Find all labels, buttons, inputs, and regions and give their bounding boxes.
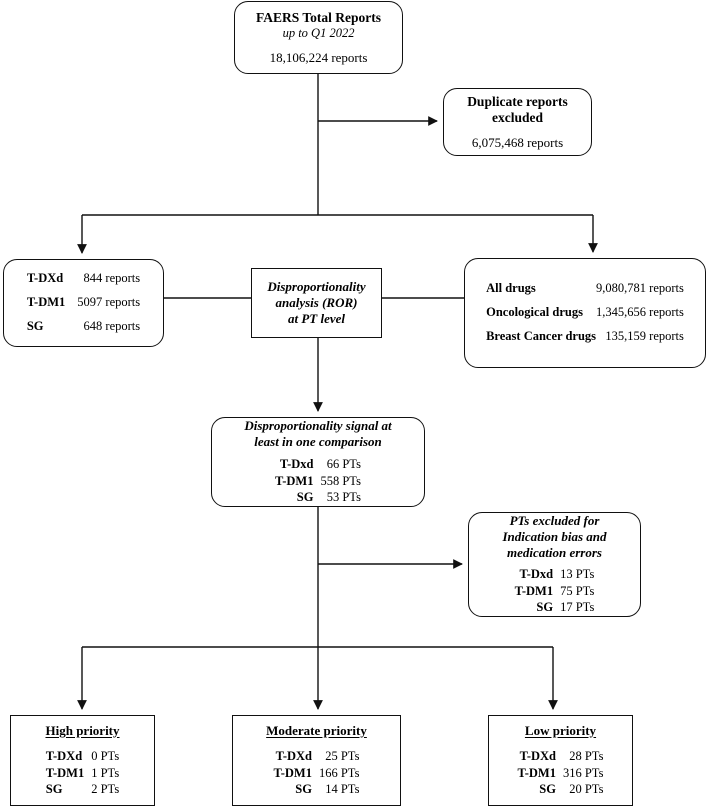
table-row: SG 53 PTs <box>275 489 361 506</box>
node-pts-excluded: PTs excluded for Indication bias and med… <box>468 512 641 617</box>
table-row: T-DM1 316 PTs <box>518 765 604 782</box>
moderate-priority-value-1: 166 PTs <box>318 765 360 780</box>
low-priority-title: Low priority <box>524 722 597 738</box>
table-row: T-DXd 844 reports <box>27 267 140 291</box>
table-row: T-DM1 75 PTs <box>515 583 595 600</box>
pts-excluded-title-line3: medication errors <box>507 544 602 560</box>
drug-reports-label-1: T-DM1 <box>26 295 66 310</box>
signal-label-0: T-Dxd <box>279 456 314 471</box>
node-moderate-priority: Moderate priority T-DXd 25 PTs T-DM1 166… <box>232 715 401 806</box>
signal-label-1: T-DM1 <box>275 473 314 488</box>
table-row: T-DM1 166 PTs <box>274 765 360 782</box>
table-row: T-DM1 558 PTs <box>275 473 361 490</box>
duplicates-value: 6,075,468 reports <box>471 134 564 150</box>
signal-value-0: 66 PTs <box>326 456 361 471</box>
low-priority-label-1: T-DM1 <box>517 765 556 780</box>
pts-excluded-table: T-Dxd 13 PTs T-DM1 75 PTs SG 17 PTs <box>515 566 595 616</box>
comparators-table: All drugs 9,080,781 reports Oncological … <box>486 277 684 348</box>
moderate-priority-title: Moderate priority <box>266 722 367 738</box>
low-priority-value-1: 316 PTs <box>562 765 604 780</box>
pts-excluded-title-line1: PTs excluded for <box>509 513 600 528</box>
moderate-priority-label-0: T-DXd <box>275 748 312 763</box>
moderate-priority-label-2: SG <box>295 782 312 797</box>
node-disproportionality-analysis: Disproportionality analysis (ROR) at PT … <box>251 268 382 338</box>
high-priority-title: High priority <box>45 722 120 738</box>
ror-line3: at PT level <box>287 310 346 326</box>
high-priority-table: T-DXd 0 PTs T-DM1 1 PTs SG 2 PTs <box>46 748 119 798</box>
duplicates-title-line2: excluded <box>491 109 543 125</box>
low-priority-value-2: 20 PTs <box>569 782 604 797</box>
moderate-priority-value-2: 14 PTs <box>325 782 360 797</box>
high-priority-label-2: SG <box>45 782 63 797</box>
ror-line1: Disproportionality <box>267 279 366 295</box>
comparators-value-1: 1,345,656 reports <box>596 305 684 320</box>
table-row: SG 2 PTs <box>46 781 119 798</box>
high-priority-value-2: 2 PTs <box>91 782 120 797</box>
drug-reports-value-0: 844 reports <box>83 271 141 286</box>
signal-table: T-Dxd 66 PTs T-DM1 558 PTs SG 53 PTs <box>275 456 361 506</box>
node-low-priority: Low priority T-DXd 28 PTs T-DM1 316 PTs … <box>488 715 633 806</box>
moderate-priority-label-1: T-DM1 <box>273 765 312 780</box>
drug-reports-value-1: 5097 reports <box>77 295 141 310</box>
table-row: Oncological drugs 1,345,656 reports <box>486 301 684 325</box>
node-comparator-groups: All drugs 9,080,781 reports Oncological … <box>464 258 706 368</box>
signal-value-2: 53 PTs <box>326 490 361 505</box>
table-row: All drugs 9,080,781 reports <box>486 277 684 301</box>
signal-title-line1: Disproportionality signal at <box>244 418 392 433</box>
high-priority-label-0: T-DXd <box>45 748 83 763</box>
table-row: T-DXd 0 PTs <box>46 748 119 765</box>
duplicates-title-line1: Duplicate reports <box>467 93 568 109</box>
node-duplicate-reports-excluded: Duplicate reports excluded 6,075,468 rep… <box>443 88 592 156</box>
pts-excluded-label-2: SG <box>536 600 554 615</box>
table-row: T-DXd 25 PTs <box>274 748 360 765</box>
drug-reports-label-0: T-DXd <box>26 271 64 286</box>
faers-total-title: FAERS Total Reports <box>255 9 381 25</box>
comparators-label-1: Oncological drugs <box>486 305 583 320</box>
low-priority-label-0: T-DXd <box>519 748 556 763</box>
faers-total-subtitle: up to Q1 2022 <box>282 25 355 40</box>
faers-total-value: 18,106,224 reports <box>269 49 368 65</box>
comparators-value-0: 9,080,781 reports <box>596 281 684 296</box>
table-row: Breast Cancer drugs 135,159 reports <box>486 325 684 349</box>
low-priority-value-0: 28 PTs <box>569 748 604 763</box>
pts-excluded-value-1: 75 PTs <box>560 583 595 598</box>
table-row: SG 14 PTs <box>274 781 360 798</box>
pts-excluded-label-1: T-DM1 <box>514 583 554 598</box>
pts-excluded-value-0: 13 PTs <box>560 566 595 581</box>
node-high-priority: High priority T-DXd 0 PTs T-DM1 1 PTs SG… <box>10 715 155 806</box>
table-row: SG 17 PTs <box>515 599 595 616</box>
node-faers-total-reports: FAERS Total Reports up to Q1 2022 18,106… <box>234 1 403 74</box>
high-priority-value-0: 0 PTs <box>91 748 120 763</box>
pts-excluded-value-2: 17 PTs <box>560 600 595 615</box>
table-row: T-Dxd 13 PTs <box>515 566 595 583</box>
moderate-priority-table: T-DXd 25 PTs T-DM1 166 PTs SG 14 PTs <box>274 748 360 798</box>
comparators-value-2: 135,159 reports <box>605 328 684 343</box>
ror-line2: analysis (ROR) <box>275 295 358 311</box>
node-study-drug-reports: T-DXd 844 reports T-DM1 5097 reports SG … <box>3 259 164 347</box>
low-priority-table: T-DXd 28 PTs T-DM1 316 PTs SG 20 PTs <box>518 748 604 798</box>
table-row: SG 20 PTs <box>518 781 604 798</box>
table-row: T-DM1 1 PTs <box>46 765 119 782</box>
high-priority-value-1: 1 PTs <box>91 765 120 780</box>
low-priority-label-2: SG <box>539 782 556 797</box>
signal-value-1: 558 PTs <box>320 473 361 488</box>
table-row: T-DM1 5097 reports <box>27 291 140 315</box>
table-row: SG 648 reports <box>27 315 140 339</box>
comparators-label-2: Breast Cancer drugs <box>486 328 597 343</box>
drug-reports-label-2: SG <box>26 318 44 333</box>
table-row: T-Dxd 66 PTs <box>275 456 361 473</box>
pts-excluded-label-0: T-Dxd <box>519 566 554 581</box>
drug-reports-value-2: 648 reports <box>83 318 141 333</box>
signal-label-2: SG <box>296 490 314 505</box>
comparators-label-0: All drugs <box>486 281 536 296</box>
node-disproportionality-signal: Disproportionality signal at least in on… <box>211 417 425 507</box>
pts-excluded-title-line2: Indication bias and <box>502 528 607 544</box>
signal-title-line2: least in one comparison <box>254 433 382 449</box>
table-row: T-DXd 28 PTs <box>518 748 604 765</box>
drug-reports-table: T-DXd 844 reports T-DM1 5097 reports SG … <box>27 267 140 338</box>
high-priority-label-1: T-DM1 <box>45 765 85 780</box>
moderate-priority-value-0: 25 PTs <box>325 748 360 763</box>
